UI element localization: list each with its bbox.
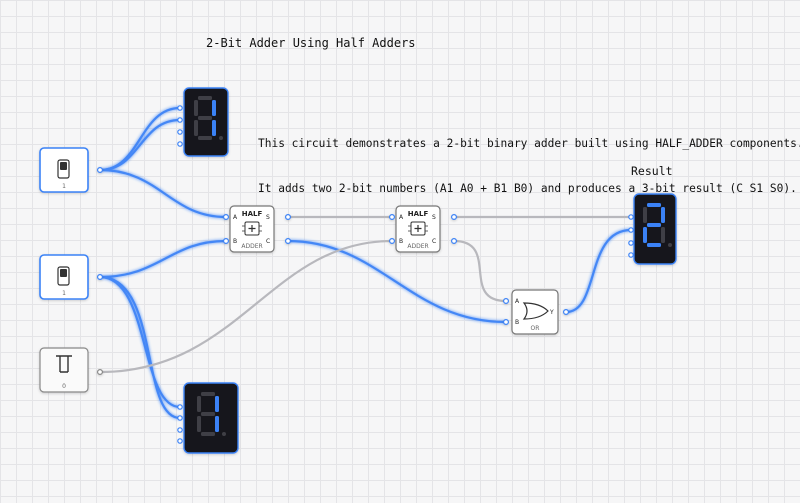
half-adder-2-subtitle: ADDER bbox=[407, 243, 428, 250]
ha1-pin-a: A bbox=[233, 214, 238, 221]
segment-d bbox=[201, 432, 215, 436]
half-adder-2-title: HALF bbox=[408, 210, 429, 218]
ha1-pin-c: C bbox=[266, 238, 270, 245]
or-gate[interactable]: OR A B Y bbox=[503, 289, 569, 335]
ha2-pin-a: A bbox=[399, 214, 404, 221]
half-adder-1-title: HALF bbox=[242, 210, 263, 218]
or-pin-a: A bbox=[515, 298, 520, 305]
switch-b-value: 1 bbox=[62, 290, 66, 297]
segment-a bbox=[198, 96, 212, 100]
segment-a bbox=[647, 203, 661, 207]
segment-c bbox=[212, 120, 216, 136]
or-gate-icon bbox=[522, 302, 549, 320]
segment-c bbox=[215, 416, 219, 432]
segment-dp bbox=[668, 243, 672, 247]
wire-a-to-display-2[interactable] bbox=[98, 118, 182, 172]
ha1-pin-s: S bbox=[266, 214, 270, 221]
switch-a-value: 1 bbox=[62, 183, 66, 190]
segment-b bbox=[212, 100, 216, 116]
segment-dp bbox=[222, 432, 226, 436]
wire-a-to-display-1[interactable] bbox=[98, 106, 182, 172]
segment-e bbox=[194, 120, 198, 136]
button-c[interactable]: 0 bbox=[39, 347, 103, 393]
description-line-2: It adds two 2-bit numbers (A1 A0 + B1 B0… bbox=[258, 182, 797, 195]
segment-e bbox=[197, 416, 201, 432]
segment-f bbox=[643, 207, 647, 223]
display-result bbox=[628, 193, 677, 265]
ha2-pin-b: B bbox=[399, 238, 403, 245]
page-title: 2-Bit Adder Using Half Adders bbox=[206, 36, 416, 50]
segment-b bbox=[215, 396, 219, 412]
wire-b-to-ha1-b[interactable] bbox=[98, 239, 228, 279]
wire-ha2-carry-to-or-a[interactable] bbox=[452, 239, 508, 303]
switch-b[interactable]: 1 bbox=[39, 254, 103, 300]
or-pin-b: B bbox=[515, 319, 519, 326]
segment-g bbox=[201, 412, 215, 416]
wire-c-to-ha2-b[interactable] bbox=[98, 239, 394, 374]
wire-b-to-display-2[interactable] bbox=[98, 275, 182, 420]
segment-e bbox=[643, 227, 647, 243]
circuit-description: This circuit demonstrates a 2-bit binary… bbox=[258, 106, 800, 211]
segment-c bbox=[661, 227, 665, 243]
display-input-a bbox=[177, 87, 229, 157]
segment-f bbox=[194, 100, 198, 116]
segment-d bbox=[198, 136, 212, 140]
switch-a[interactable]: 1 bbox=[39, 147, 103, 193]
wire-a-to-ha1-a[interactable] bbox=[98, 168, 228, 219]
segment-a bbox=[201, 392, 215, 396]
wire-ha1-carry-to-or-b[interactable] bbox=[286, 239, 508, 324]
ha1-pin-b: B bbox=[233, 238, 237, 245]
segment-f bbox=[197, 396, 201, 412]
display-input-b bbox=[177, 382, 239, 454]
or-pin-y: Y bbox=[549, 309, 554, 316]
ha2-pin-s: S bbox=[432, 214, 436, 221]
half-adder-2[interactable]: HALF ADDER A B S C bbox=[389, 205, 458, 253]
half-adder-1[interactable]: HALF ADDER A B S C bbox=[223, 205, 292, 253]
ha2-pin-c: C bbox=[432, 238, 436, 245]
push-button-icon bbox=[56, 355, 72, 373]
segment-d bbox=[647, 243, 661, 247]
wire-or-y-to-result[interactable] bbox=[564, 228, 633, 314]
segment-b bbox=[661, 207, 665, 223]
result-label: Result bbox=[631, 164, 673, 178]
segment-dp bbox=[219, 136, 223, 140]
description-line-1: This circuit demonstrates a 2-bit binary… bbox=[258, 137, 800, 150]
half-adder-1-subtitle: ADDER bbox=[241, 243, 262, 250]
segment-g bbox=[198, 116, 212, 120]
wire-b-to-display-1[interactable] bbox=[98, 275, 182, 409]
segment-g bbox=[647, 223, 661, 227]
or-gate-subtitle: OR bbox=[531, 325, 540, 332]
button-c-value: 0 bbox=[62, 383, 66, 390]
